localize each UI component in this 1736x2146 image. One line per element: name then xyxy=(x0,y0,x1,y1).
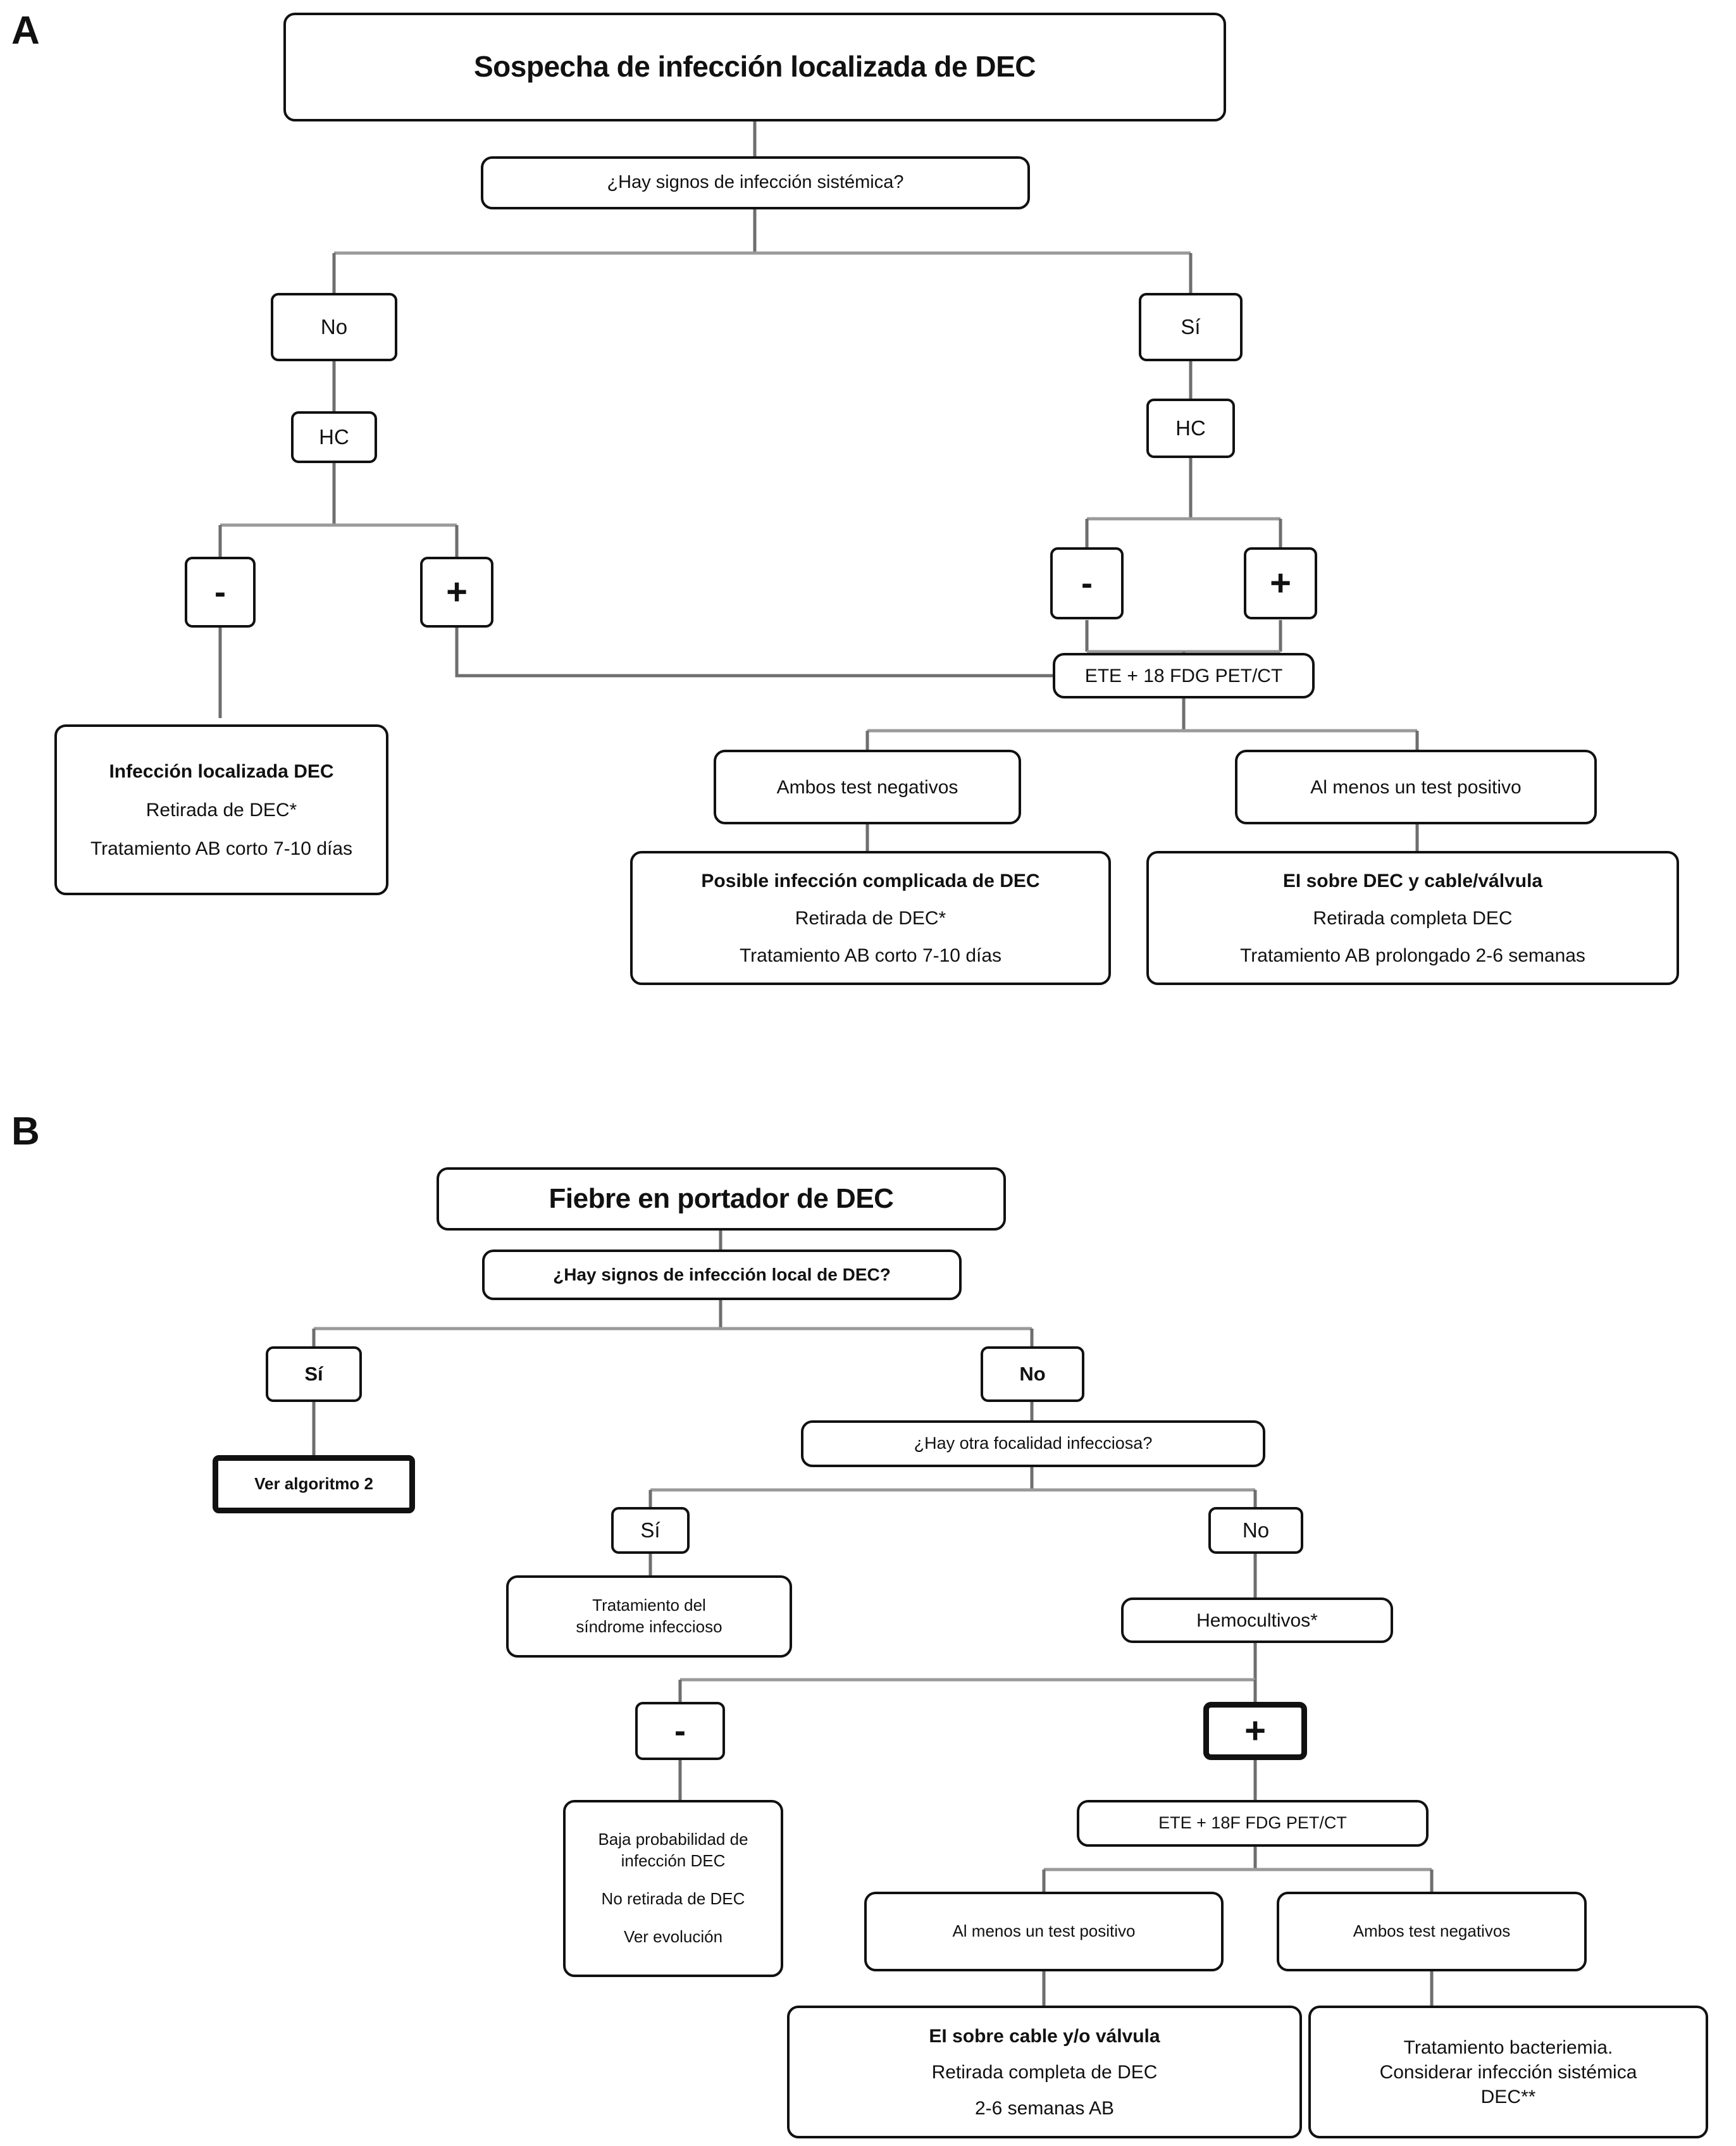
node-b-question1: ¿Hay signos de infección local de DEC? xyxy=(482,1250,962,1300)
node-a-branch-si: Sí xyxy=(1139,293,1243,361)
node-b-q2-si: Sí xyxy=(611,1507,690,1554)
node-b-q1-si: Sí xyxy=(266,1346,362,1402)
node-a-hc-left: HC xyxy=(291,411,377,463)
node-a-minus-left: - xyxy=(185,557,256,628)
node-b-bc-plus: + xyxy=(1203,1702,1307,1760)
node-b-title: Fiebre en portador de DEC xyxy=(437,1167,1006,1231)
panel-label-a: A xyxy=(11,9,40,53)
node-a-outcome-endocarditis: EI sobre DEC y cable/válvula Retirada co… xyxy=(1146,851,1679,985)
node-b-at-least-positive: Al menos un test positivo xyxy=(864,1892,1224,1971)
node-a-at-least-positive: Al menos un test positivo xyxy=(1235,750,1597,824)
node-b-imaging: ETE + 18F FDG PET/CT xyxy=(1077,1800,1429,1847)
node-a-branch-no: No xyxy=(271,293,397,361)
node-a-hc-right: HC xyxy=(1146,399,1235,458)
panel-label-b: B xyxy=(11,1110,40,1153)
node-b-question2: ¿Hay otra focalidad infecciosa? xyxy=(801,1420,1265,1467)
node-a-plus-right: + xyxy=(1244,547,1317,619)
node-a-plus-left: + xyxy=(420,557,493,628)
node-a-title: Sospecha de infección localizada de DEC xyxy=(283,13,1226,121)
node-b-outcome-endocarditis: EI sobre cable y/o válvula Retirada comp… xyxy=(787,2006,1302,2138)
node-b-syndrome-treatment: Tratamiento del síndrome infeccioso xyxy=(506,1575,792,1658)
node-b-see-algorithm-2[interactable]: Ver algoritmo 2 xyxy=(213,1455,415,1513)
node-b-blood-cultures: Hemocultivos* xyxy=(1121,1597,1393,1643)
node-a-outcome-localized: Infección localizada DEC Retirada de DEC… xyxy=(54,724,388,895)
node-a-minus-right: - xyxy=(1050,547,1124,619)
node-b-q1-no: No xyxy=(981,1346,1084,1402)
node-a-question: ¿Hay signos de infección sistémica? xyxy=(481,156,1030,209)
node-a-outcome-complicated: Posible infección complicada de DEC Reti… xyxy=(630,851,1111,985)
node-a-imaging: ETE + 18 FDG PET/CT xyxy=(1053,653,1315,698)
node-b-outcome-low-probability: Baja probabilidad de infección DEC No re… xyxy=(563,1800,783,1977)
node-a-both-negative: Ambos test negativos xyxy=(714,750,1021,824)
node-b-both-negative: Ambos test negativos xyxy=(1277,1892,1587,1971)
node-b-outcome-bacteremia: Tratamiento bacteriemia. Considerar infe… xyxy=(1308,2006,1708,2138)
node-b-q2-no: No xyxy=(1208,1507,1303,1554)
node-b-bc-minus: - xyxy=(635,1702,725,1760)
